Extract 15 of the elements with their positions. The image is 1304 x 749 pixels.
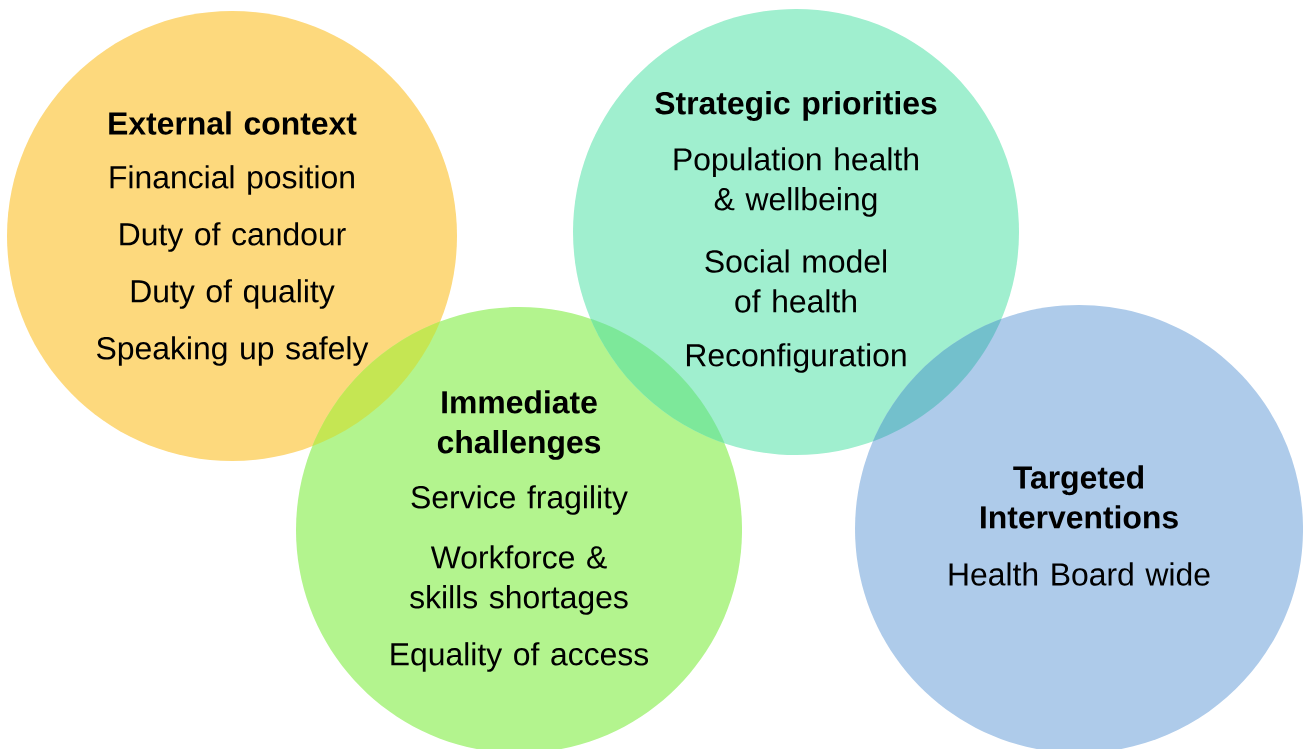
item-text: Reconfiguration xyxy=(686,343,906,373)
item-text: Financial position xyxy=(110,165,354,195)
item-text: Duty of quality xyxy=(131,279,335,309)
item-text: Speaking up safely xyxy=(97,336,369,366)
item-text: Population health & wellbeing xyxy=(674,147,918,217)
item-text: Health Board wide xyxy=(949,562,1210,586)
item-text: Workforce & skills shortages xyxy=(410,545,628,615)
circle-heading: Immediate challenges xyxy=(437,390,601,460)
item-text: Social model of health xyxy=(705,249,886,313)
item-text: Duty of candour xyxy=(120,222,346,252)
circle-heading: External context xyxy=(109,111,357,135)
item-text: Service fragility xyxy=(411,485,628,515)
item-text: Equality of access xyxy=(391,642,649,672)
circle-heading: Strategic priorities xyxy=(655,91,937,121)
circle-heading: Targeted Interventions xyxy=(981,465,1178,529)
